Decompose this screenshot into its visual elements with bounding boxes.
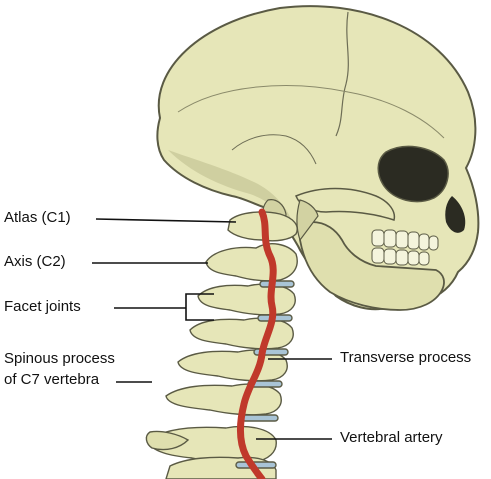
skull [156,5,480,311]
vertebral-artery [237,208,277,479]
spinous-process-label-line2: of C7 vertebra [4,371,100,388]
zygomatic-arch [295,187,396,221]
disc-c6-c7 [241,414,279,422]
coronal-suture [335,11,349,137]
facet-joints-label: Facet joints [4,298,81,315]
lower-teeth [371,247,430,266]
transverse-process-label: Transverse process [340,349,472,366]
mandible [299,221,445,311]
atlas-leader-line [95,218,237,223]
vertebra-c2-axis [205,243,298,282]
leader-lines [92,218,332,440]
squamosal-suture [231,134,317,165]
mandible-ramus [296,199,319,242]
vertebra-c6 [165,383,282,416]
vertebra-c4 [189,317,294,350]
spinous-process-label-line1: Spinous process [4,350,115,367]
atlas-label: Atlas (C1) [4,209,71,226]
facet-bracket [185,293,214,321]
axis-label: Axis (C2) [4,253,66,270]
temporal-line [177,85,445,139]
nasal-cavity [445,196,466,233]
disc-c2-c3 [259,280,295,288]
vertebral-artery-label: Vertebral artery [340,429,443,446]
vertebra-c3 [197,283,296,316]
spinous-process-c7 [145,430,190,451]
eye-socket [377,145,449,203]
upper-teeth [371,229,439,251]
cranium-shading [168,150,296,232]
